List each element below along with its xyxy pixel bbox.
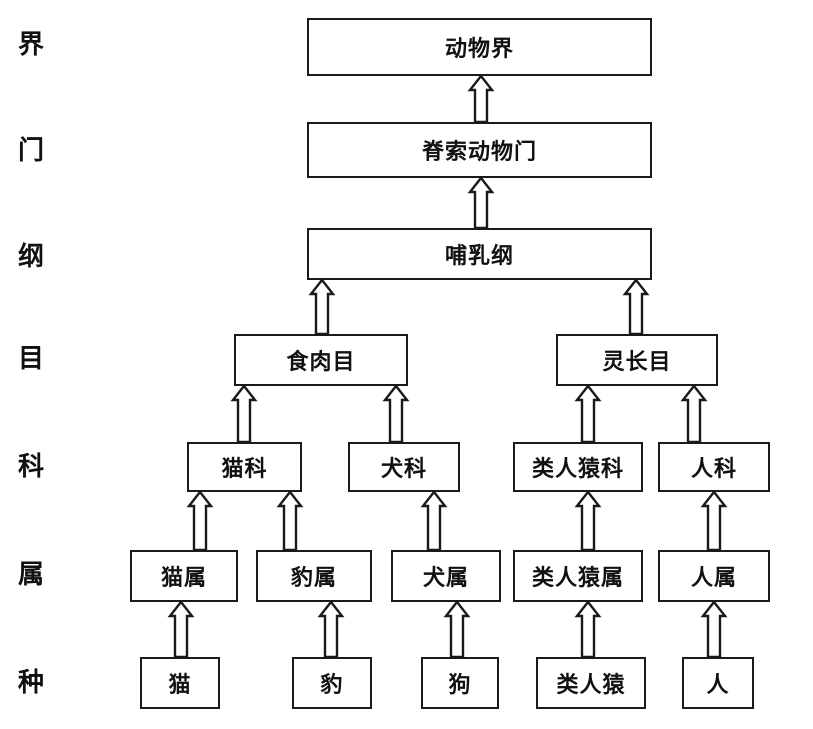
node-genus-leopard: 豹属 <box>256 550 372 602</box>
node-genus-cat: 猫属 <box>130 550 238 602</box>
arrow-genus-human-to-hominidae <box>700 490 728 552</box>
rank-label-order: 目 <box>18 344 45 374</box>
node-species-ape: 类人猿 <box>536 657 646 709</box>
arrow-genus-dog-to-canidae <box>420 490 448 552</box>
node-kingdom: 动物界 <box>307 18 652 76</box>
arrow-species-dog-to-genus <box>443 600 471 659</box>
arrow-species-ape-to-genus <box>574 600 602 659</box>
node-order-primates: 灵长目 <box>556 334 718 386</box>
node-family-hominidae: 人科 <box>658 442 770 492</box>
arrow-phylum-to-kingdom <box>467 74 495 124</box>
node-genus-dog: 犬属 <box>391 550 501 602</box>
arrow-canidae-to-carnivora <box>382 384 410 444</box>
node-species-human: 人 <box>682 657 754 709</box>
rank-label-genus: 属 <box>18 560 45 590</box>
arrow-carnivora-to-class <box>308 278 336 336</box>
node-phylum: 脊索动物门 <box>307 122 652 178</box>
node-family-felidae: 猫科 <box>187 442 302 492</box>
arrow-class-to-phylum <box>467 176 495 230</box>
rank-label-kingdom: 界 <box>18 30 45 60</box>
arrow-genus-ape-to-apes <box>574 490 602 552</box>
node-family-canidae: 犬科 <box>348 442 460 492</box>
arrow-genus-leopard-to-felidae <box>276 490 304 552</box>
node-genus-human: 人属 <box>658 550 770 602</box>
arrow-apes-to-primates <box>574 384 602 444</box>
node-family-apes: 类人猿科 <box>513 442 643 492</box>
node-species-leopard: 豹 <box>292 657 372 709</box>
arrow-hominidae-to-primates <box>680 384 708 444</box>
node-species-dog: 狗 <box>421 657 499 709</box>
node-order-carnivora: 食肉目 <box>234 334 408 386</box>
rank-label-family: 科 <box>18 452 45 482</box>
arrow-species-leopard-to-genus <box>317 600 345 659</box>
arrow-species-human-to-genus <box>700 600 728 659</box>
node-genus-ape: 类人猿属 <box>513 550 643 602</box>
rank-label-phylum: 门 <box>18 136 45 166</box>
arrow-felidae-to-carnivora <box>230 384 258 444</box>
rank-label-species: 种 <box>18 668 45 698</box>
node-species-cat: 猫 <box>140 657 220 709</box>
arrow-species-cat-to-genus <box>167 600 195 659</box>
node-class: 哺乳纲 <box>307 228 652 280</box>
rank-label-class: 纲 <box>18 242 45 272</box>
arrow-genus-cat-to-felidae <box>186 490 214 552</box>
arrow-primates-to-class <box>622 278 650 336</box>
